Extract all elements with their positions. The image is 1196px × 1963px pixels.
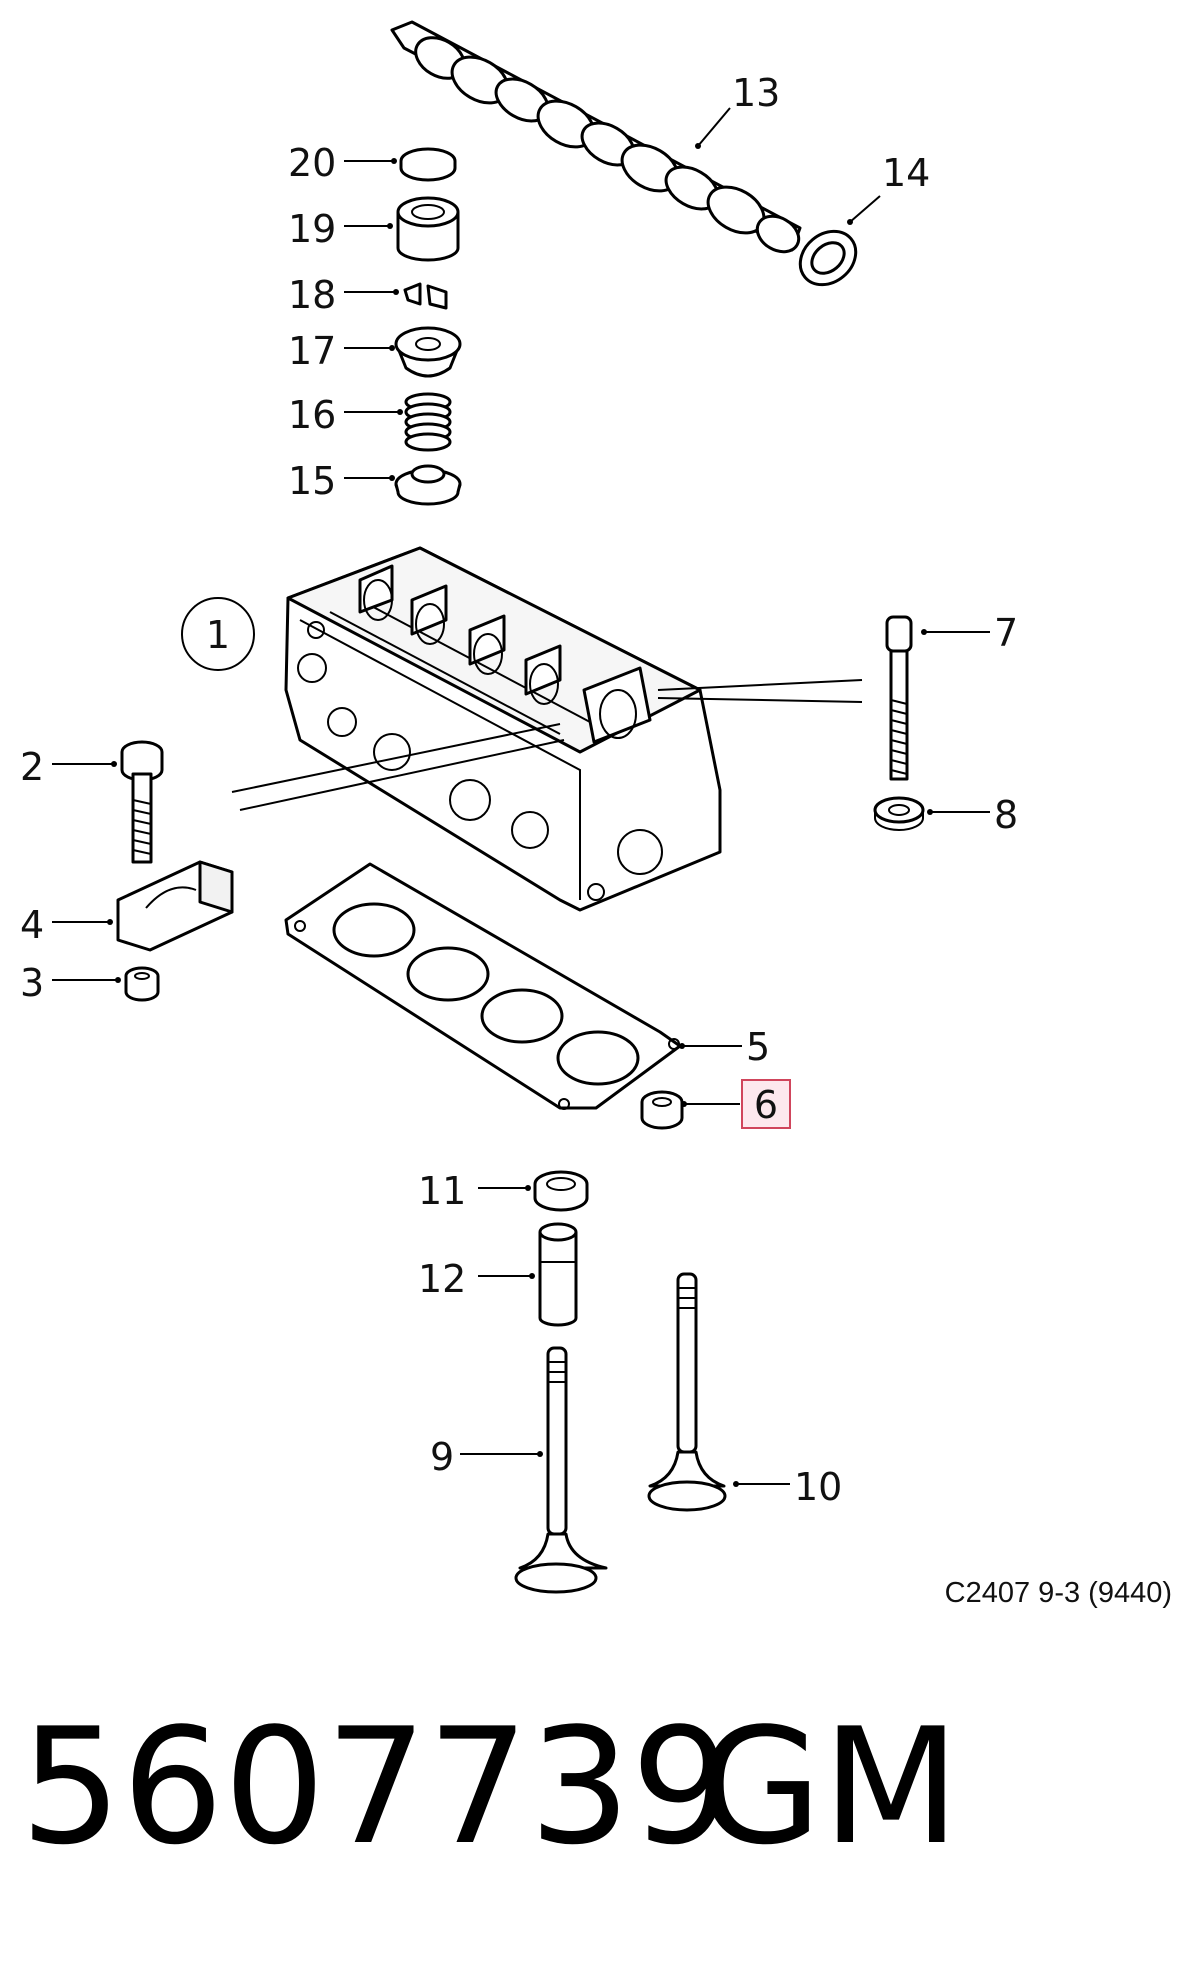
tappet[interactable]	[396, 196, 460, 262]
callout-17[interactable]: 17	[288, 329, 336, 373]
exhaust-valve[interactable]	[647, 1272, 727, 1512]
valve-guide-ring[interactable]	[533, 1170, 589, 1212]
bearing-cap[interactable]	[116, 860, 234, 952]
callout-11[interactable]: 11	[418, 1169, 466, 1213]
callout-15[interactable]: 15	[288, 459, 336, 503]
callout-2[interactable]: 2	[20, 745, 44, 789]
callout-20[interactable]: 20	[288, 141, 336, 185]
valve-guide[interactable]	[538, 1222, 578, 1327]
callout-5[interactable]: 5	[746, 1025, 770, 1069]
tappet-shim[interactable]	[399, 147, 457, 182]
callout-7[interactable]: 7	[994, 611, 1018, 655]
callout-9[interactable]: 9	[430, 1435, 454, 1479]
valve-spring[interactable]	[404, 392, 452, 452]
head-bolt-long[interactable]	[885, 615, 913, 781]
camshaft-seal[interactable]	[790, 220, 867, 295]
camshaft[interactable]	[390, 20, 805, 259]
callout-12[interactable]: 12	[418, 1257, 466, 1301]
callout-8[interactable]: 8	[994, 793, 1018, 837]
callout-4[interactable]: 4	[20, 903, 44, 947]
part-number: 5607739	[20, 1693, 733, 1880]
callout-14[interactable]: 14	[882, 151, 930, 195]
spring-retainer[interactable]	[394, 326, 462, 378]
dowel-sleeve[interactable]	[640, 1090, 684, 1130]
callout-3[interactable]: 3	[20, 961, 44, 1005]
washer[interactable]	[873, 796, 925, 831]
callout-10[interactable]: 10	[794, 1465, 842, 1509]
bearing-cap-bolt[interactable]	[120, 740, 164, 864]
callout-18[interactable]: 18	[288, 273, 336, 317]
brand-label: GM	[698, 1693, 960, 1880]
diagram-reference: C2407 9-3 (9440)	[945, 1577, 1172, 1609]
valve-keepers[interactable]	[403, 282, 448, 310]
callout-6-highlight	[741, 1079, 791, 1129]
callout-labels: 13 14 20 19 18 17 16 15 1 7 8 2 4 3 5 6 …	[20, 71, 1018, 1509]
dowel-sleeve-left[interactable]	[124, 966, 160, 1002]
cylinder-head[interactable]	[231, 546, 863, 912]
callout-1-circle	[181, 597, 255, 671]
leader-lines	[52, 107, 990, 1487]
intake-valve[interactable]	[514, 1346, 608, 1594]
callout-16[interactable]: 16	[288, 393, 336, 437]
callout-1[interactable]: 1	[206, 613, 230, 657]
callout-6[interactable]: 6	[754, 1083, 778, 1127]
callout-19[interactable]: 19	[288, 207, 336, 251]
head-gasket[interactable]	[284, 862, 682, 1110]
callout-13[interactable]: 13	[732, 71, 780, 115]
valve-stem-seal[interactable]	[394, 464, 462, 506]
